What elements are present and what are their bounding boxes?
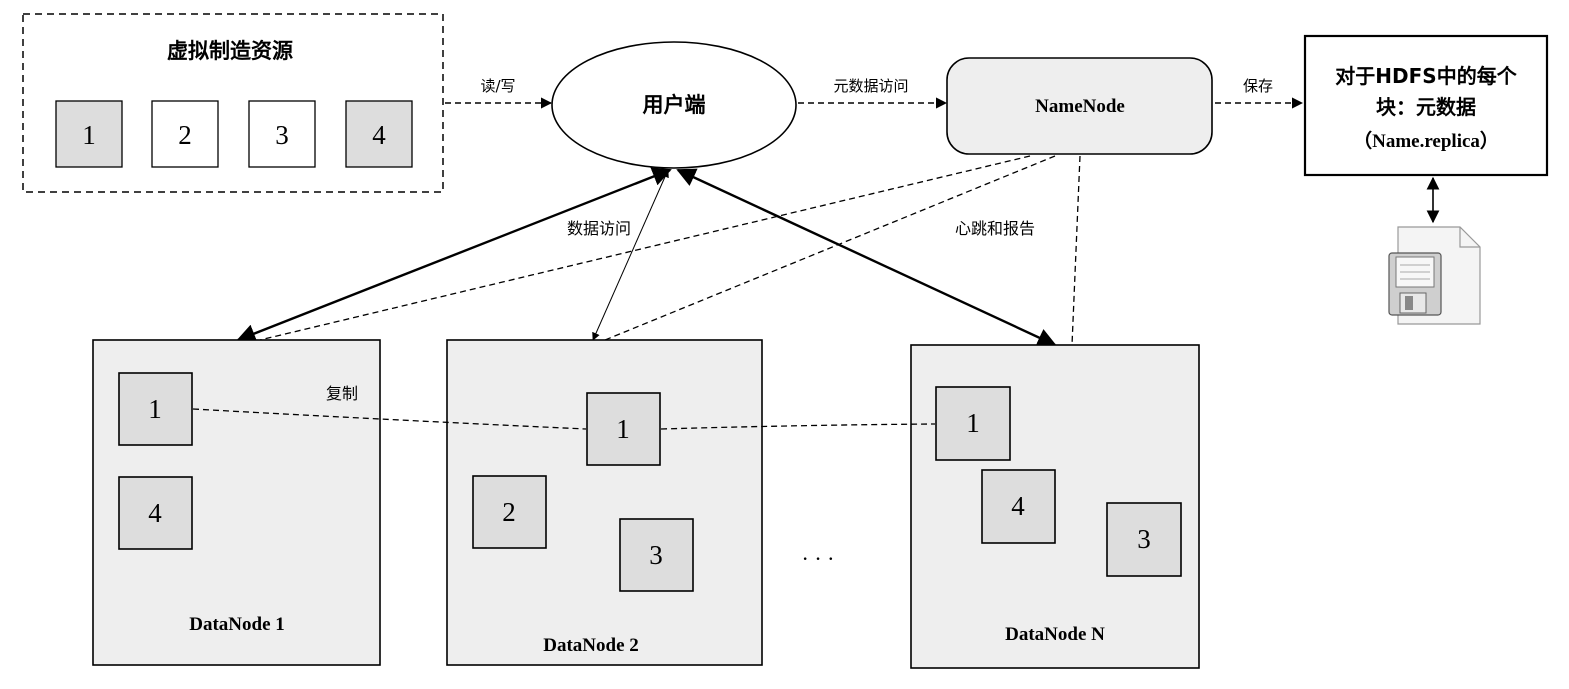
read-write-label: 读/写 bbox=[480, 77, 515, 95]
namenode: NameNode bbox=[946, 57, 1213, 155]
datanode-2: 1 2 3 DataNode 2 bbox=[446, 339, 763, 666]
datanode-block: 3 bbox=[1106, 502, 1182, 577]
namenode-label: NameNode bbox=[1035, 96, 1125, 117]
ellipsis: · · · bbox=[802, 546, 835, 571]
resource-pool-title: 虚拟制造资源 bbox=[167, 39, 293, 63]
client-node: 用户端 bbox=[551, 41, 797, 169]
data-access-label: 数据访问 bbox=[567, 219, 631, 238]
datanode-n: 1 4 3 DataNode N bbox=[910, 344, 1200, 669]
datanode-block-label: 2 bbox=[502, 497, 516, 527]
metadata-frame bbox=[1303, 34, 1549, 177]
datanode-block-label: 1 bbox=[966, 408, 980, 438]
datanode-block-label: 4 bbox=[148, 498, 162, 528]
pool-block-label: 1 bbox=[82, 120, 96, 150]
datanode-block: 4 bbox=[981, 469, 1056, 544]
heartbeat-label: 心跳和报告 bbox=[955, 219, 1035, 238]
save-label: 保存 bbox=[1243, 77, 1273, 95]
datanode-block: 3 bbox=[619, 518, 694, 592]
replication-line bbox=[192, 408, 936, 430]
pool-block-label: 4 bbox=[372, 120, 386, 150]
client-label: 用户端 bbox=[643, 93, 706, 117]
datanode-block-label: 4 bbox=[1011, 491, 1025, 521]
datanode-block: 1 bbox=[586, 392, 661, 466]
resource-pool: 虚拟制造资源 1 2 3 4 bbox=[22, 13, 444, 193]
datanode-block-label: 3 bbox=[1137, 524, 1151, 554]
metadata-line-1: 对于HDFS中的每个 bbox=[1335, 64, 1517, 88]
client-datanode2-arrow bbox=[592, 169, 669, 341]
pool-block-label: 2 bbox=[178, 120, 192, 150]
pool-block-2: 2 bbox=[151, 100, 219, 168]
datanode-block-label: 1 bbox=[616, 414, 630, 444]
datanode-block-label: 1 bbox=[148, 394, 162, 424]
client-datanodeN-arrow bbox=[676, 168, 1057, 347]
heartbeat-datanode2 bbox=[604, 155, 1056, 341]
pool-block-1: 1 bbox=[55, 100, 123, 168]
pool-block-3: 3 bbox=[248, 100, 316, 168]
pool-block-4: 4 bbox=[345, 100, 413, 168]
datanode-block-label: 3 bbox=[649, 540, 663, 570]
datanode-2-label: DataNode 2 bbox=[543, 635, 639, 656]
datanode-block: 2 bbox=[472, 475, 547, 549]
client-ellipse bbox=[551, 41, 797, 169]
client-datanode1-arrow bbox=[236, 167, 672, 343]
datanode-block: 1 bbox=[118, 372, 193, 446]
datanode-block: 1 bbox=[935, 386, 1011, 461]
floppy-document-icon bbox=[1388, 226, 1481, 325]
metadata-access-label: 元数据访问 bbox=[833, 77, 908, 95]
datanode-n-label: DataNode N bbox=[1005, 624, 1105, 645]
metadata-line-3: （Name.replica） bbox=[1353, 129, 1499, 152]
pool-block-label: 3 bbox=[275, 120, 289, 150]
heartbeat-datanode1 bbox=[259, 155, 1031, 341]
metadata-line-2: 块：元数据 bbox=[1376, 95, 1476, 119]
replicate-label: 复制 bbox=[326, 384, 358, 403]
datanode-1: 1 4 DataNode 1 bbox=[92, 339, 381, 666]
namenode-box bbox=[946, 57, 1213, 155]
metadata-box: 对于HDFS中的每个 块：元数据 （Name.replica） bbox=[1303, 34, 1549, 177]
datanode-block: 4 bbox=[118, 476, 193, 550]
heartbeat-datanodeN bbox=[1071, 155, 1081, 346]
datanode-1-label: DataNode 1 bbox=[189, 614, 285, 635]
